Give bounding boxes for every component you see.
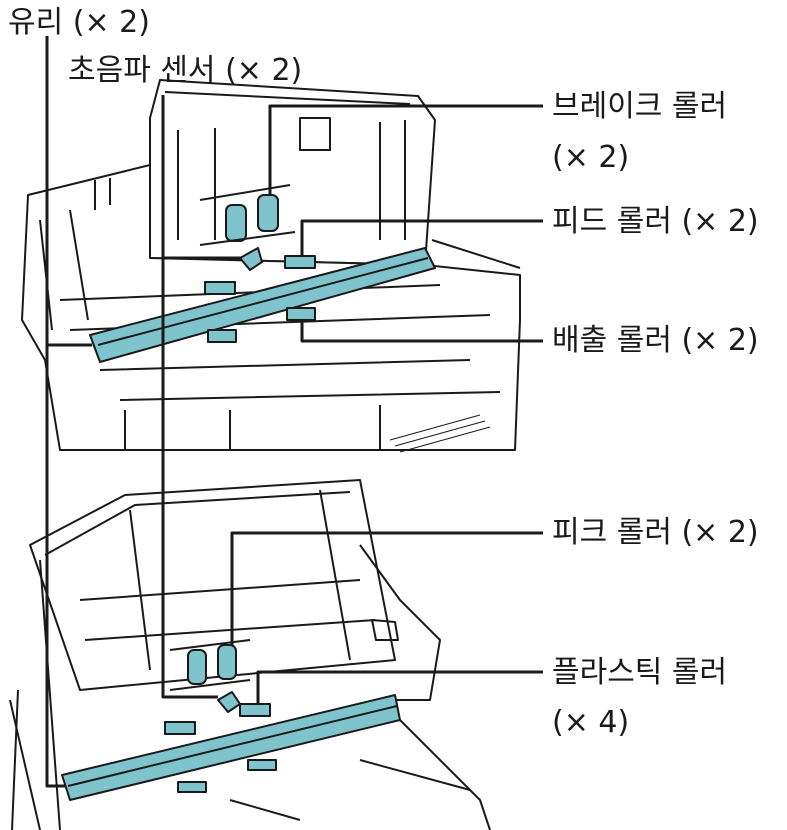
eject-roller-1 <box>286 307 316 321</box>
label-plastic-roller-count: (× 4) <box>552 705 630 740</box>
label-pick-roller: 피크 롤러 (× 2) <box>552 515 759 550</box>
label-feed-roller: 피드 롤러 (× 2) <box>552 204 759 239</box>
plastic-roller-1 <box>239 703 271 717</box>
feed-roller-2 <box>204 281 236 295</box>
pick-roller-2 <box>217 644 237 680</box>
ultrasonic-sensor-top <box>239 247 263 271</box>
feed-roller-1 <box>284 255 316 269</box>
label-brake-roller: 브레이크 롤러 <box>552 89 728 124</box>
plastic-roller-2 <box>164 721 196 735</box>
label-brake-roller-count: (× 2) <box>552 140 630 175</box>
label-glass: 유리 (× 2) <box>8 5 150 40</box>
leader-glass <box>45 36 66 788</box>
pick-roller-1 <box>187 649 207 685</box>
leader-eject <box>300 322 543 343</box>
ultrasonic-sensor-bottom <box>217 691 241 713</box>
leader-lines <box>45 36 543 788</box>
leader-plastic <box>256 670 543 704</box>
eject-roller-2 <box>207 329 237 343</box>
label-eject-roller: 배출 롤러 (× 2) <box>552 323 759 358</box>
glass-top <box>89 247 436 363</box>
brake-roller-2 <box>257 194 279 232</box>
plastic-roller-3 <box>247 759 277 771</box>
leader-brake <box>268 104 543 195</box>
top-scanner <box>21 79 521 453</box>
label-plastic-roller: 플라스틱 롤러 <box>552 655 728 690</box>
plastic-roller-4 <box>177 781 207 793</box>
label-ultrasonic-sensor: 초음파 센서 (× 2) <box>68 53 303 88</box>
brake-roller-1 <box>225 204 247 242</box>
leader-feed <box>300 219 543 256</box>
leader-ultrasonic <box>161 95 218 699</box>
leader-pick <box>230 531 543 645</box>
